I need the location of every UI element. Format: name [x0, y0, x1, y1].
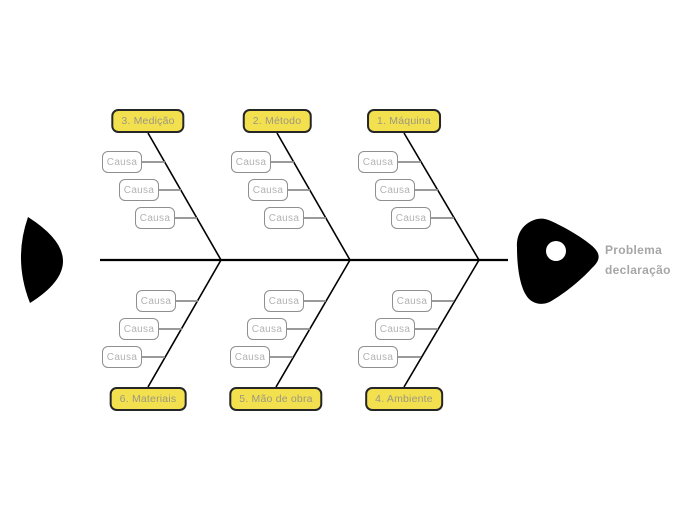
cause-box[interactable]: Causa [264, 207, 304, 229]
cause-box[interactable]: Causa [375, 179, 415, 201]
cause-box[interactable]: Causa [358, 151, 398, 173]
branch-line-metodo [276, 132, 351, 261]
cause-box[interactable]: Causa [119, 179, 159, 201]
fish-tail-icon[interactable] [20, 217, 64, 303]
fish-head-icon[interactable] [516, 218, 599, 304]
cause-box[interactable]: Causa [231, 151, 271, 173]
branch-line-medicao [147, 132, 222, 261]
cause-box[interactable]: Causa [248, 179, 288, 201]
fish-eye-icon [546, 241, 566, 261]
category-3-medicao[interactable]: 3. Medição [111, 109, 185, 133]
cause-box[interactable]: Causa [102, 151, 142, 173]
category-2-metodo[interactable]: 2. Método [242, 109, 312, 133]
cause-box[interactable]: Causa [230, 346, 270, 368]
branch-line-mao-de-obra [275, 259, 351, 388]
branch-line-ambiente [403, 259, 480, 388]
cause-box[interactable]: Causa [247, 318, 287, 340]
branch-line-materiais [147, 259, 222, 388]
cause-box[interactable]: Causa [136, 290, 176, 312]
branch-line-maquina [403, 132, 480, 261]
cause-box[interactable]: Causa [358, 346, 398, 368]
cause-box[interactable]: Causa [102, 346, 142, 368]
category-6-materiais[interactable]: 6. Materiais [109, 387, 187, 411]
cause-box[interactable]: Causa [264, 290, 304, 312]
cause-box[interactable]: Causa [391, 207, 431, 229]
category-5-mao-de-obra[interactable]: 5. Mão de obra [229, 387, 323, 411]
problem-statement-label[interactable]: Problema declaração [605, 243, 671, 277]
cause-box[interactable]: Causa [375, 318, 415, 340]
cause-box[interactable]: Causa [392, 290, 432, 312]
cause-box[interactable]: Causa [119, 318, 159, 340]
category-4-ambiente[interactable]: 4. Ambiente [365, 387, 443, 411]
cause-box[interactable]: Causa [135, 207, 175, 229]
category-1-maquina[interactable]: 1. Máquina [367, 109, 441, 133]
